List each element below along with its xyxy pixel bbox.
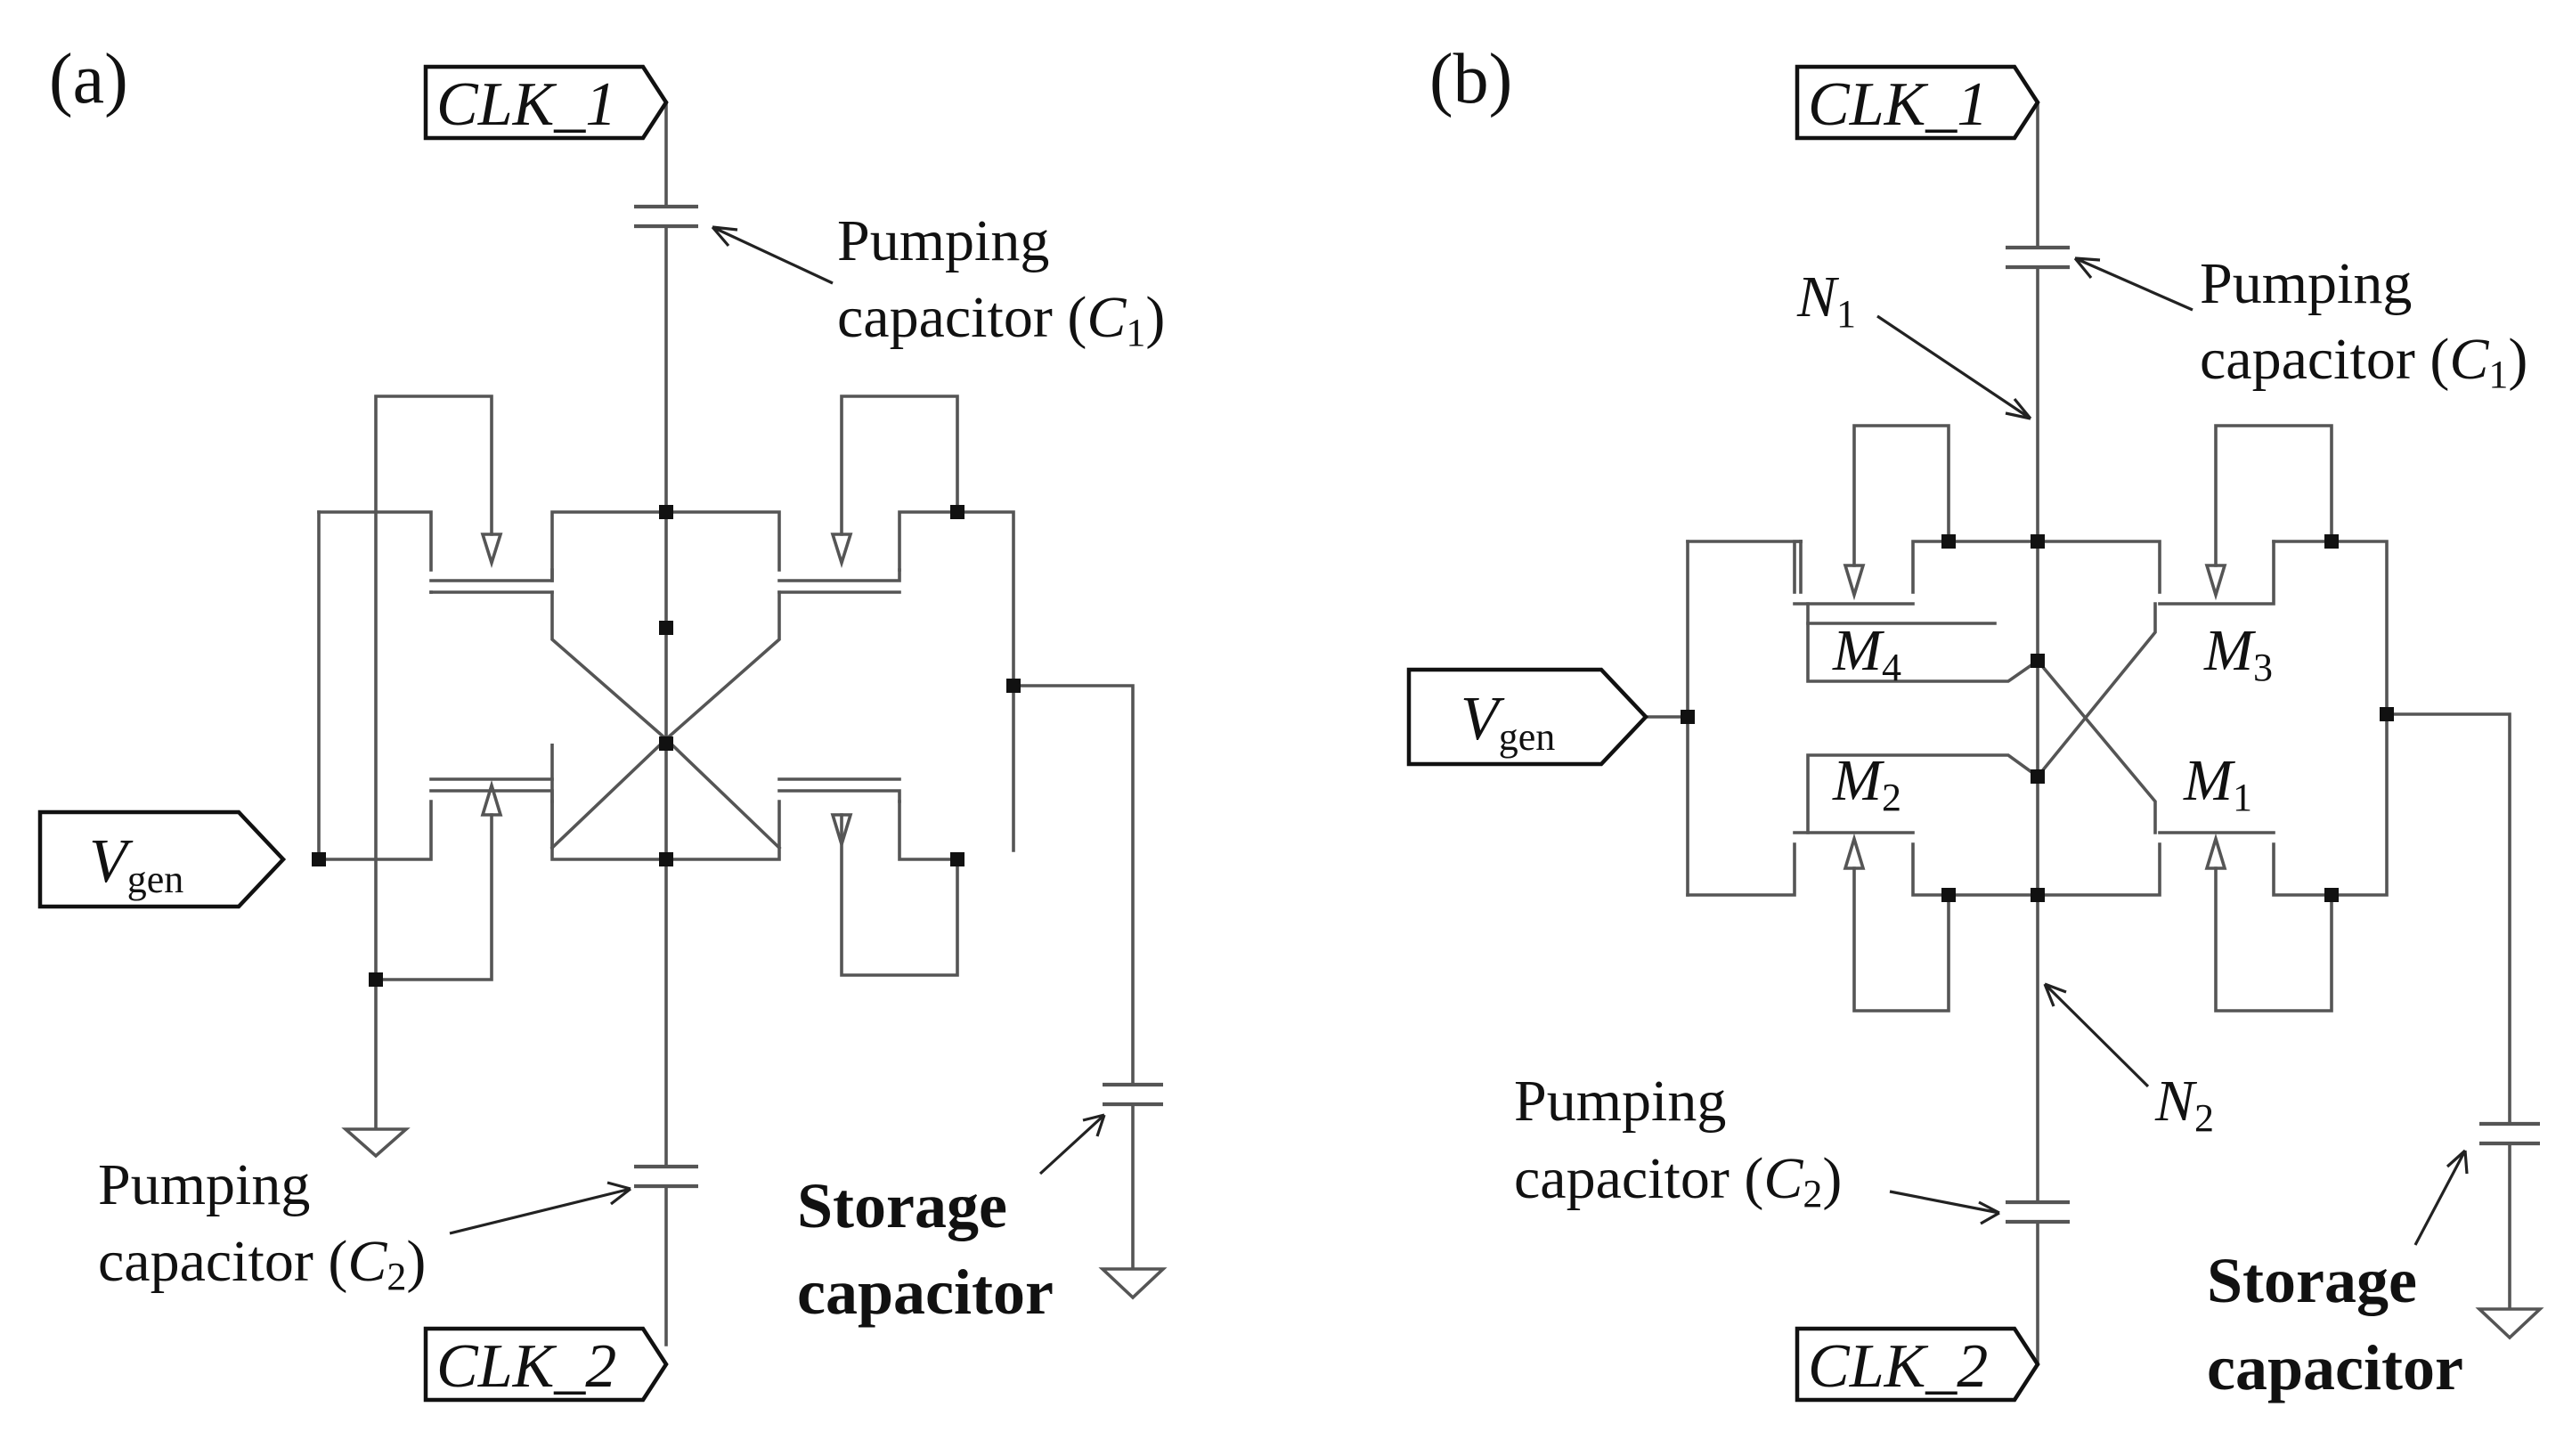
panel-b-transistor-m2	[1686, 753, 2161, 897]
panel-a-transistor-right-top	[549, 510, 1015, 852]
panel-b-bulk-loop-m4	[1852, 424, 1950, 567]
panel-b-clk2-port: CLK_2	[1795, 1326, 2040, 1403]
panel-b-ground-icon	[2475, 1307, 2544, 1340]
svg-text:capacitor: capacitor	[2207, 1332, 2463, 1403]
panel-a-label: (a)	[49, 40, 128, 118]
panel-b-m2-label: M2	[1832, 748, 1901, 819]
panel-b-n1-label: N1	[1796, 264, 1856, 336]
panel-b-pumping-capacitor-c1	[2006, 245, 2070, 270]
panel-b-m1-label: M1	[2183, 748, 2252, 819]
svg-text:capacitor (C2): capacitor (C2)	[1514, 1146, 1842, 1216]
svg-text:capacitor (C2): capacitor (C2)	[98, 1229, 426, 1298]
svg-text:N2: N2	[2154, 1069, 2214, 1140]
panel-b-m4-label: M4	[1806, 618, 1997, 689]
panel-b-output-wire	[2385, 712, 2511, 1311]
panel-b-transistor-m4	[1686, 540, 2040, 683]
panel-b-storage-arrow	[2413, 1149, 2469, 1246]
panel-a-output-wire	[1012, 684, 1135, 1271]
panel-a-transistor-right-bottom	[664, 777, 959, 861]
panel-a: (a)	[37, 40, 1168, 1403]
svg-text:M3: M3	[2203, 618, 2273, 689]
svg-text:capacitor: capacitor	[797, 1257, 1054, 1328]
panel-b-vgen-port: Vgen	[1406, 667, 1649, 767]
panel-b-n1-arrow	[1876, 314, 2032, 420]
panel-b-bulk-loop-m2	[1852, 866, 1950, 1013]
panel-a-transistor-left-top	[317, 510, 782, 850]
panel-b-pumping-capacitor-c2	[2006, 1200, 2070, 1224]
svg-text:M1: M1	[2183, 748, 2252, 819]
panel-a-ground-left-icon	[341, 1127, 411, 1159]
panel-b-pump2-arrow	[1889, 1190, 2000, 1225]
svg-text:Storage: Storage	[2207, 1245, 2417, 1316]
svg-text:Pumping: Pumping	[2200, 251, 2412, 316]
svg-text:capacitor (C1): capacitor (C1)	[837, 285, 1165, 354]
panel-a-junction-dots	[312, 505, 1021, 987]
panel-a-pump1-label: Pumping capacitor (C1)	[837, 208, 1165, 354]
svg-text:Pumping: Pumping	[1514, 1069, 1726, 1134]
svg-text:Pumping: Pumping	[98, 1152, 310, 1217]
panel-b-pump2-label: Pumping capacitor (C2)	[1514, 1069, 1842, 1216]
svg-text:Vgen: Vgen	[89, 827, 183, 901]
panel-a-storage-arrow	[1038, 1113, 1106, 1175]
panel-b-n2-label: N2	[2154, 1069, 2214, 1140]
panel-a-pump1-arrow	[711, 225, 834, 285]
svg-text:CLK_2: CLK_2	[436, 1332, 616, 1401]
panel-a-clk2-port: CLK_2	[423, 1326, 669, 1403]
panel-a-vgen-port: Vgen	[37, 809, 287, 909]
svg-text:CLK_1: CLK_1	[1808, 70, 1988, 139]
panel-b-bulk-loop-m1	[2214, 866, 2333, 1013]
svg-text:M4: M4	[1832, 618, 1901, 689]
panel-a-pumping-capacitor-c1	[634, 204, 698, 229]
panel-b-pump1-arrow	[2073, 256, 2194, 312]
panel-b-clk1-port: CLK_1	[1795, 64, 2040, 141]
panel-a-transistor-left-bottom	[317, 744, 668, 861]
panel-a-bulk-loop-right-bottom	[840, 813, 959, 977]
panel-b-transistor-m3	[2035, 540, 2275, 779]
panel-b-bulk-loop-m3	[2214, 424, 2333, 567]
panel-a-ground-right-icon	[1098, 1267, 1168, 1300]
panel-b-junction-dots	[1681, 534, 2394, 902]
svg-text:N1: N1	[1796, 264, 1856, 336]
panel-a-bulk-loop-right-top	[840, 395, 959, 536]
panel-b-m3-label: M3	[2203, 618, 2273, 689]
panel-b-pump1-label: Pumping capacitor (C1)	[2200, 251, 2527, 396]
svg-text:CLK_2: CLK_2	[1808, 1332, 1988, 1401]
panel-b-top-bus	[1911, 540, 2161, 594]
svg-text:CLK_1: CLK_1	[436, 70, 616, 139]
svg-text:Storage: Storage	[797, 1170, 1007, 1241]
panel-b-storage-label: Storage capacitor	[2207, 1245, 2463, 1403]
panel-b-storage-capacitor	[2479, 1121, 2540, 1146]
panel-a-bulk-loop-left	[374, 395, 493, 981]
panel-a-bulk-arrow	[480, 533, 503, 569]
panel-a-storage-label: Storage capacitor	[797, 1170, 1054, 1328]
panel-a-pump2-label: Pumping capacitor (C2)	[98, 1152, 426, 1298]
panel-a-pumping-capacitor-c2	[634, 1164, 698, 1189]
panel-a-storage-capacitor	[1103, 1082, 1163, 1107]
panel-b-n2-arrow	[2043, 982, 2150, 1088]
panel-b-label: (b)	[1429, 40, 1512, 118]
panel-b: (b)	[1406, 40, 2544, 1403]
svg-text:capacitor (C1): capacitor (C1)	[2200, 327, 2527, 396]
panel-a-clk1-port: CLK_1	[423, 64, 669, 141]
svg-text:M2: M2	[1832, 748, 1901, 819]
svg-text:Vgen: Vgen	[1461, 685, 1555, 759]
panel-a-pump2-arrow	[449, 1181, 631, 1235]
svg-text:Pumping: Pumping	[837, 208, 1049, 273]
